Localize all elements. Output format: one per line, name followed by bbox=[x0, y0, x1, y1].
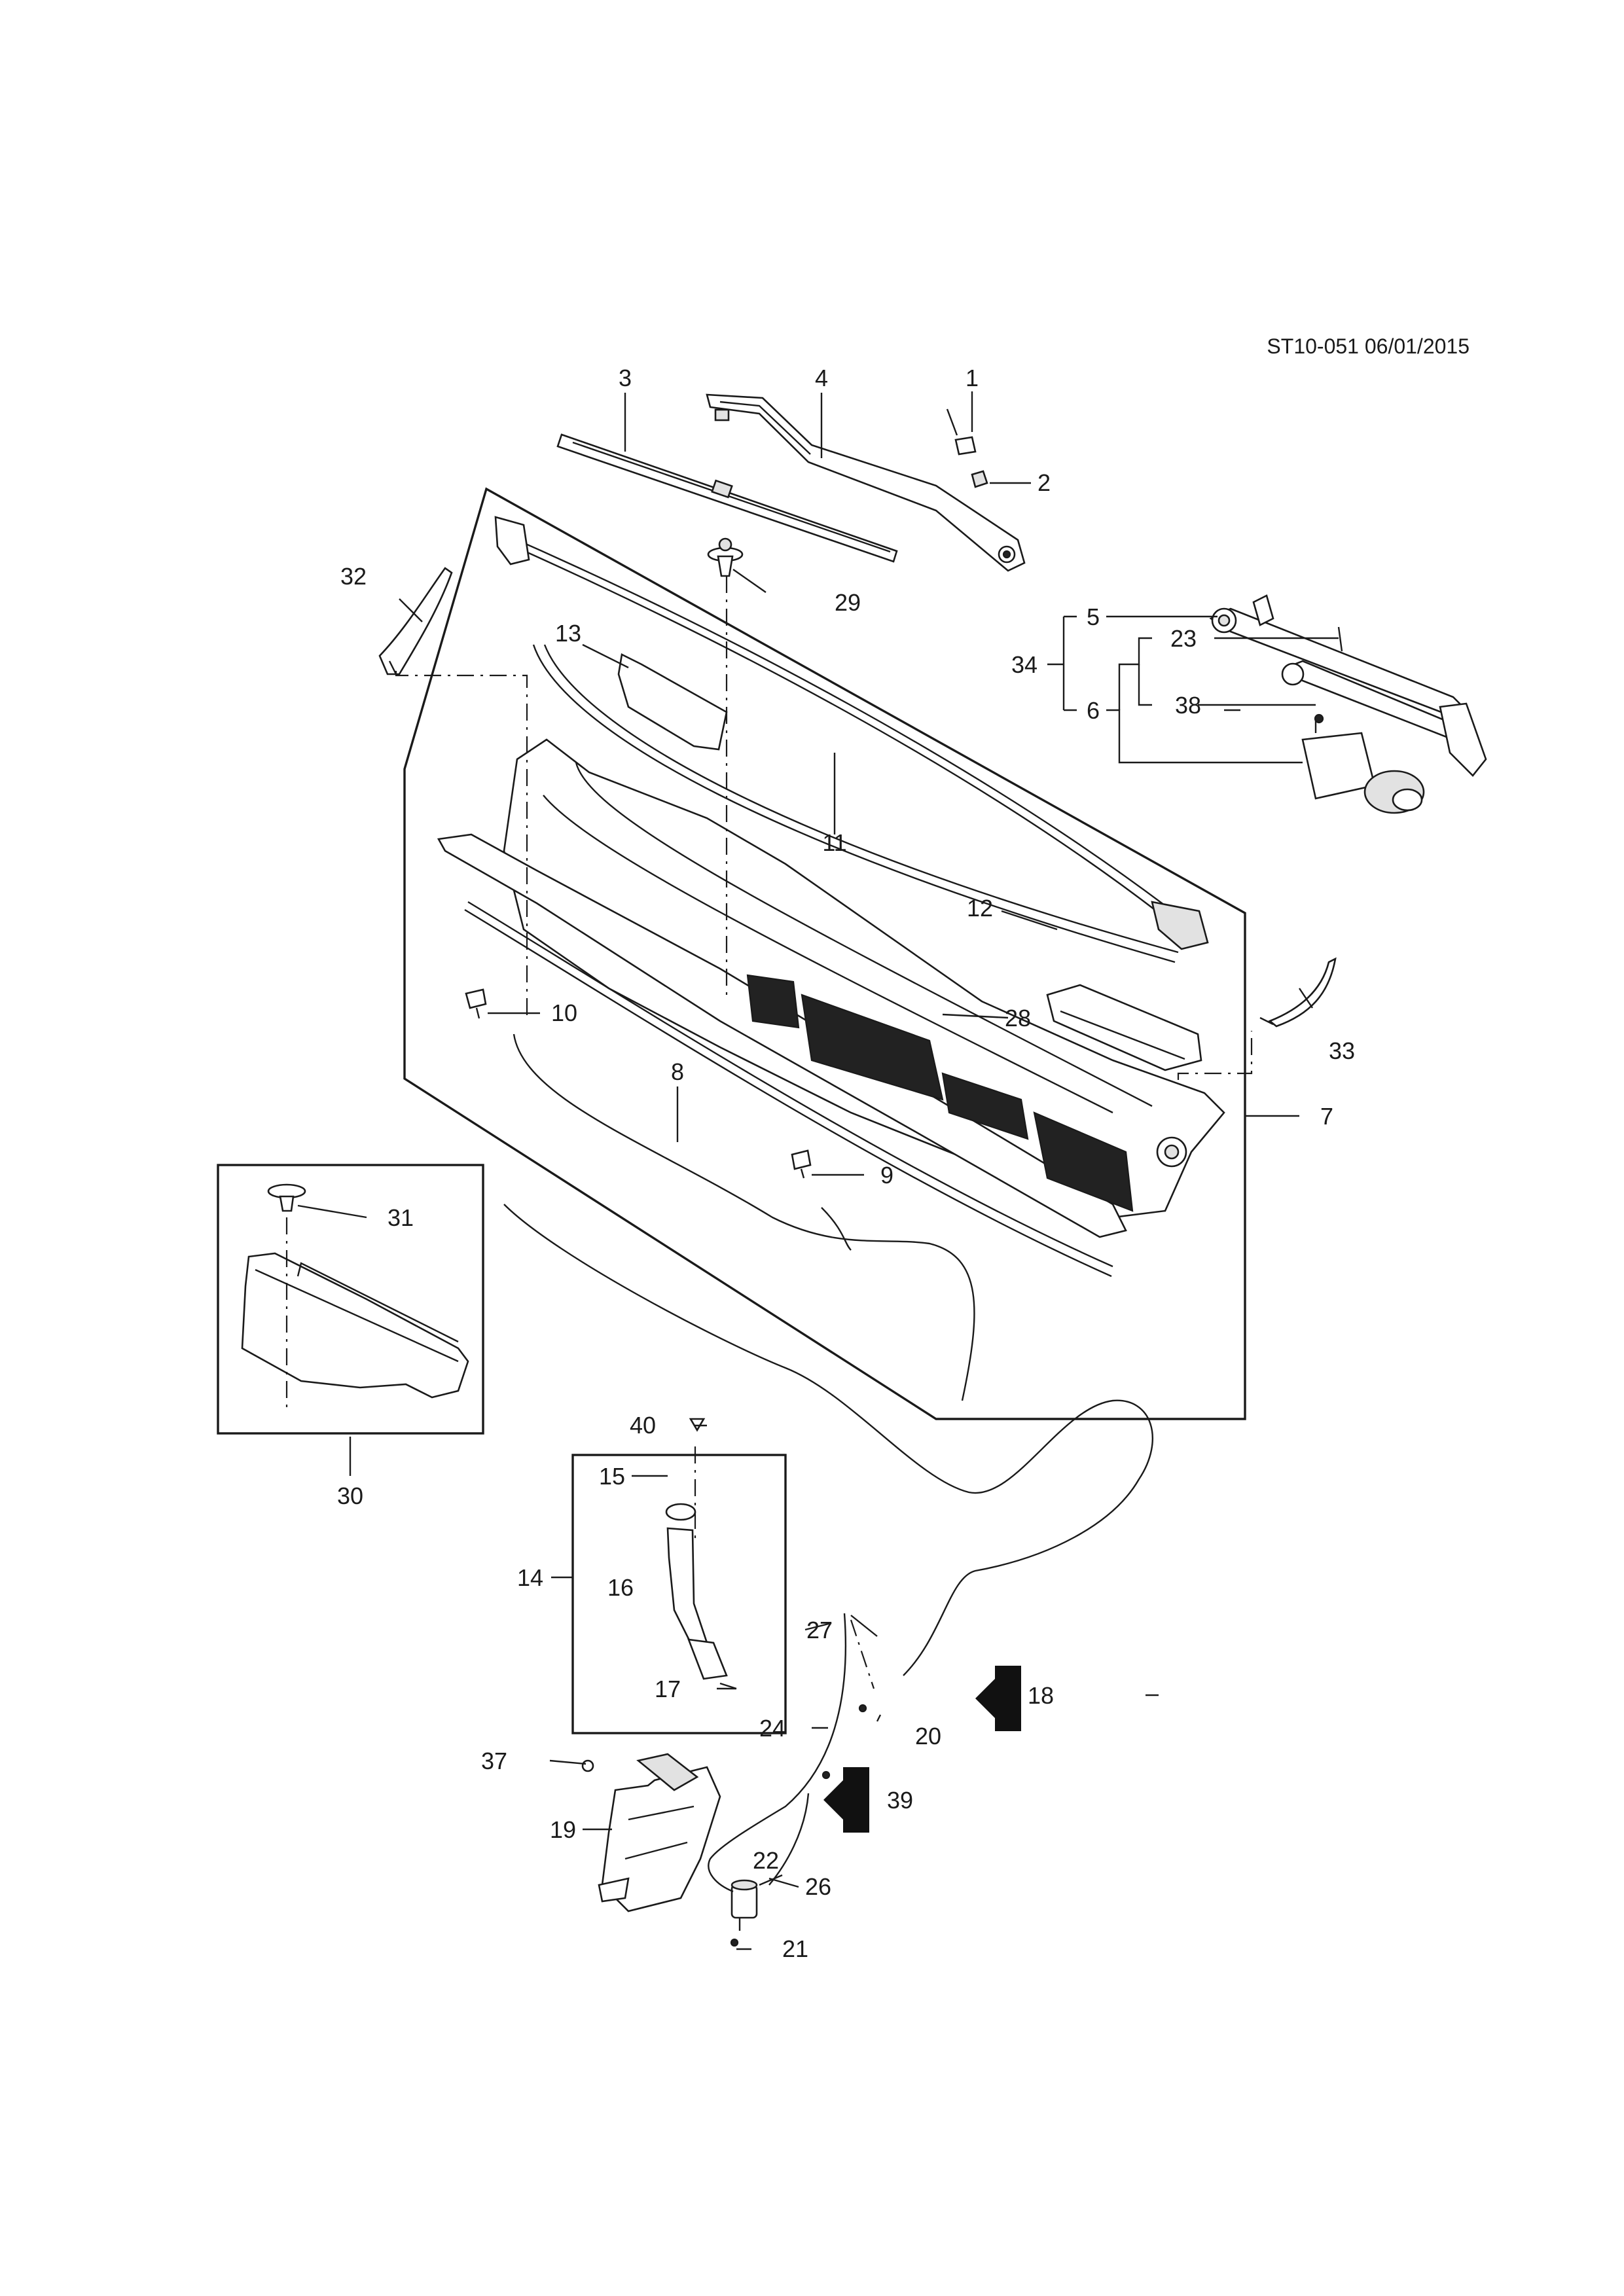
callout-9: 9 bbox=[880, 1162, 893, 1189]
callout-18: 18 bbox=[1028, 1682, 1054, 1709]
callout-8: 8 bbox=[671, 1058, 684, 1085]
leader-dashes bbox=[395, 576, 1253, 1080]
filler-neck-16 bbox=[665, 1446, 737, 1690]
callout-31: 31 bbox=[388, 1204, 414, 1231]
callout-4: 4 bbox=[815, 365, 828, 391]
callout-19: 19 bbox=[550, 1816, 576, 1843]
callout-2: 2 bbox=[1038, 469, 1051, 496]
callout-12: 12 bbox=[967, 895, 993, 922]
cowl-extension-30 bbox=[241, 1183, 469, 1414]
arrow-18-icon bbox=[975, 1666, 1021, 1731]
callout-29: 29 bbox=[835, 589, 861, 616]
callout-6: 6 bbox=[1087, 697, 1100, 724]
detail-box-14 bbox=[571, 1454, 787, 1734]
callout-labels: 1 2 3 4 5 6 7 8 9 10 11 12 13 14 15 16 1… bbox=[337, 365, 1355, 1962]
callout-3: 3 bbox=[619, 365, 632, 391]
callout-27: 27 bbox=[806, 1617, 833, 1643]
clip-10 bbox=[465, 988, 487, 1019]
seal-strip-11 bbox=[494, 516, 1209, 950]
callout-20: 20 bbox=[915, 1723, 941, 1749]
arm-nut-cap bbox=[946, 408, 988, 488]
wiper-arm bbox=[706, 393, 1026, 572]
wiper-blade bbox=[556, 433, 898, 563]
reference-stamp: ST10-051 06/01/2015 bbox=[1267, 334, 1470, 358]
callout-39: 39 bbox=[887, 1787, 913, 1814]
wiper-linkage bbox=[1209, 594, 1487, 777]
washer-pump-22 bbox=[730, 1879, 758, 1947]
hose-8 bbox=[513, 1033, 975, 1401]
callout-38: 38 bbox=[1175, 692, 1201, 719]
callout-10: 10 bbox=[551, 999, 577, 1026]
callout-24: 24 bbox=[759, 1715, 785, 1742]
callout-7: 7 bbox=[1320, 1103, 1333, 1130]
callout-28: 28 bbox=[1005, 1005, 1031, 1031]
callout-37: 37 bbox=[481, 1748, 507, 1774]
callout-21: 21 bbox=[782, 1935, 808, 1962]
callout-30: 30 bbox=[337, 1482, 363, 1509]
arm-cover-32 bbox=[378, 567, 453, 675]
callout-5: 5 bbox=[1087, 603, 1100, 630]
seal-strip-28 bbox=[464, 901, 1113, 1278]
callout-13: 13 bbox=[555, 620, 581, 647]
callout-32: 32 bbox=[340, 563, 367, 590]
cowl-vent-body bbox=[437, 738, 1225, 1238]
callout-leaders bbox=[297, 391, 1339, 1950]
callout-34: 34 bbox=[1011, 651, 1038, 678]
callout-23: 23 bbox=[1170, 625, 1197, 652]
callout-17: 17 bbox=[655, 1676, 681, 1702]
arrow-39-icon bbox=[823, 1767, 869, 1833]
screw-40 bbox=[689, 1418, 706, 1432]
hoses bbox=[503, 1204, 1153, 1893]
callout-33: 33 bbox=[1329, 1037, 1355, 1064]
callout-1: 1 bbox=[965, 365, 979, 391]
clip-9 bbox=[791, 1149, 812, 1179]
callout-26: 26 bbox=[805, 1873, 831, 1900]
callout-40: 40 bbox=[630, 1412, 656, 1439]
washer-reservoir-19 bbox=[581, 1753, 721, 1912]
clip-29 bbox=[707, 537, 744, 577]
callout-14: 14 bbox=[517, 1564, 543, 1591]
callout-22: 22 bbox=[753, 1847, 779, 1874]
detail-box-30 bbox=[217, 1164, 484, 1435]
cowl-panel-frame bbox=[403, 487, 1246, 1420]
cover-12 bbox=[1046, 984, 1202, 1071]
callout-15: 15 bbox=[599, 1463, 625, 1490]
callout-16: 16 bbox=[607, 1574, 634, 1601]
wiper-motor bbox=[1301, 713, 1425, 814]
callout-11: 11 bbox=[822, 829, 846, 856]
bracket-33 bbox=[1259, 957, 1337, 1028]
